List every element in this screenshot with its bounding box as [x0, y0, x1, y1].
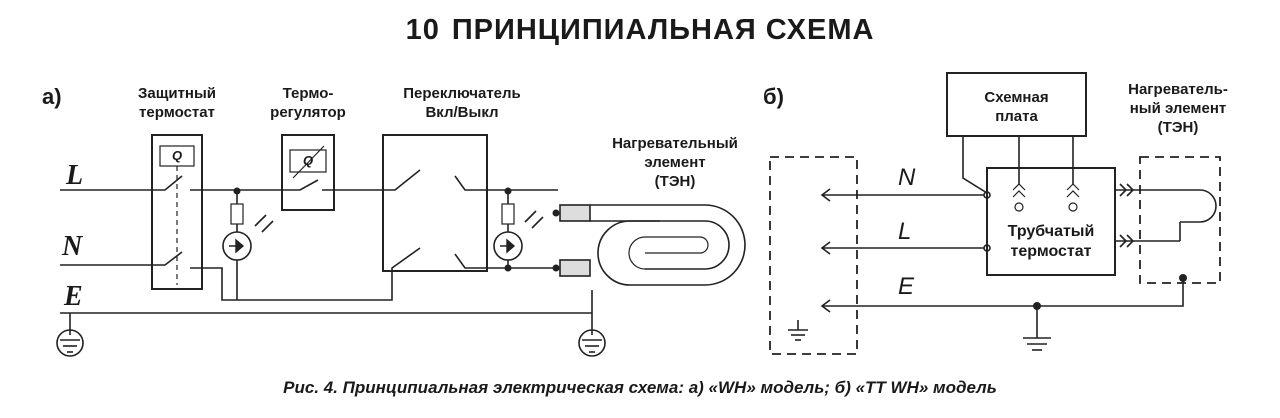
wire-n-a-1 [60, 251, 183, 266]
lamp2-light-rays-icon [524, 210, 544, 229]
wire-l-a-2 [190, 179, 319, 191]
heater-coil-return [597, 220, 660, 286]
circuit-board-box [946, 72, 1087, 137]
wire-n-a-2 [190, 247, 421, 301]
wire-e-b [823, 278, 1184, 307]
thermostat-probe2-icon [1066, 183, 1080, 212]
terminal-dot [552, 264, 560, 272]
label-line: элемент [644, 154, 706, 171]
wire-l-a-4 [454, 175, 558, 191]
wire-label-l-b: L [898, 218, 912, 245]
terminal-l-b [983, 244, 991, 252]
label-line: регулятор [270, 104, 346, 121]
terminal-dot [552, 209, 560, 217]
label-line: термостат [139, 104, 215, 121]
lamp1-diode-icon [229, 238, 245, 254]
label-line: термостат [1010, 243, 1092, 260]
thermoregulator-symbol: Q [302, 153, 314, 168]
label-line: Трубчатый [1007, 223, 1095, 240]
terminal-n-b [983, 191, 991, 199]
thermoregulator-arrow [292, 145, 325, 179]
title-number: 10 [405, 14, 440, 46]
ground-symbol-b-icon [1023, 337, 1051, 351]
ground-symbol-terminal-icon [788, 320, 808, 341]
thermoregulator-label: Термо- регулятор [248, 84, 368, 122]
ground-symbol-left-icon [56, 329, 84, 357]
heater-a-label: Нагревательный элемент (ТЭН) [580, 134, 770, 191]
figure-caption: Рис. 4. Принципиальная электрическая схе… [283, 378, 997, 397]
heater-b-plug-top-icon [1119, 183, 1135, 197]
diagram-title: 10 ПРИНЦИПИАЛЬНАЯ СХЕМА [0, 14, 1280, 47]
wire-n-a-3 [454, 253, 558, 269]
heater-coil-loop [628, 236, 709, 270]
wire-l-a-3 [322, 169, 421, 191]
label-line: Термо- [282, 85, 334, 102]
lamp2-diode-icon [500, 238, 516, 254]
thermostat-probe1-icon [1012, 183, 1026, 212]
label-line: Вкл/Выкл [425, 104, 499, 121]
ground-symbol-right-icon [578, 329, 606, 357]
heater-b-label: Нагреватель- ный элемент (ТЭН) [1088, 80, 1268, 137]
wire-e-b-arrow-icon [820, 299, 831, 313]
tube-thermostat-label: Трубчатый термостат [987, 222, 1115, 262]
wire-label-e-a: E [64, 281, 83, 312]
label-line: Защитный [137, 85, 217, 102]
title-text: ПРИНЦИПИАЛЬНАЯ СХЕМА [451, 14, 875, 46]
label-line: Переключатель [403, 85, 521, 102]
switch-box [382, 134, 488, 272]
lamp2-resistor [501, 203, 515, 225]
protective-thermostat-label: Защитный термостат [112, 84, 242, 122]
heater-terminal-top [559, 204, 591, 222]
heater-b-dashed [1139, 156, 1221, 284]
tube-thermostat-box [986, 167, 1116, 276]
heater-b-plug-bottom-icon [1119, 234, 1135, 248]
wire-label-n-b: N [898, 164, 916, 191]
lamp1-light-rays-icon [254, 214, 274, 233]
thermoregulator-q-box [289, 149, 327, 173]
label-line: (ТЭН) [654, 173, 696, 190]
heater-b-coil [1180, 189, 1217, 223]
circuit-board-label: Схемная плата [947, 88, 1086, 126]
label-line: ный элемент [1129, 100, 1227, 117]
label-line: Нагревательный [612, 135, 738, 152]
junction-dot [1179, 274, 1187, 282]
label-line: плата [995, 108, 1038, 125]
heater-terminal-bottom [559, 259, 591, 277]
wire-n-b-arrow-icon [820, 188, 831, 202]
heater-coil-outer [590, 204, 746, 286]
terminal-block-dashed [769, 156, 858, 355]
wire-label-l-a: L [66, 160, 84, 191]
lamp1-resistor [230, 203, 244, 225]
heater-coil-inner [590, 220, 730, 270]
part-b-label: б) [763, 84, 784, 109]
wire-l-a-1 [60, 175, 183, 191]
label-line: Схемная [984, 89, 1049, 106]
switch-label: Переключатель Вкл/Выкл [372, 84, 552, 122]
wire-label-e-b: E [898, 273, 915, 300]
label-line: Нагреватель- [1128, 81, 1228, 98]
part-a-label: а) [42, 84, 62, 109]
wire-l-b-arrow-icon [820, 241, 831, 255]
wire-board-n [962, 136, 988, 194]
junction-dot [504, 264, 512, 272]
wire-label-n-a: N [62, 231, 83, 262]
label-line: (ТЭН) [1157, 119, 1199, 136]
protective-thermostat-symbol: Q [171, 148, 183, 163]
